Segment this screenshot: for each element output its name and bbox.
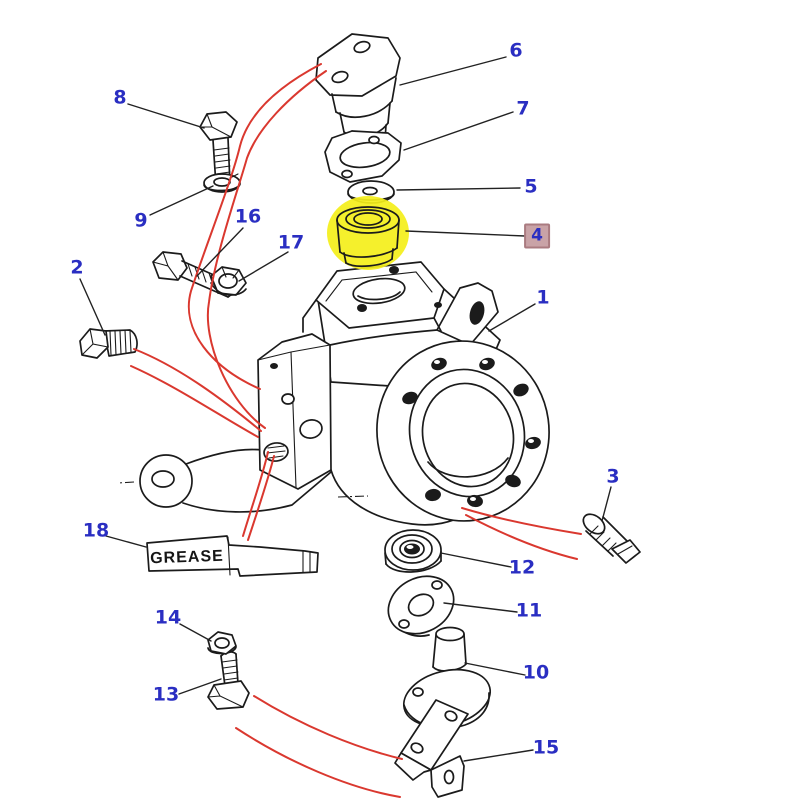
gasket-7-drawing bbox=[324, 130, 402, 183]
callout-13[interactable]: 13 bbox=[152, 683, 180, 706]
callout-18[interactable]: 18 bbox=[82, 519, 110, 542]
nut-14-drawing bbox=[207, 631, 237, 655]
plug-3-drawing bbox=[582, 513, 641, 564]
lock-washer-9-drawing bbox=[203, 173, 241, 193]
callout-10[interactable]: 10 bbox=[522, 661, 550, 684]
grease-18-drawing bbox=[146, 535, 319, 577]
bracket-15-drawing bbox=[394, 699, 469, 798]
callout-3[interactable]: 3 bbox=[606, 465, 620, 488]
callout-12[interactable]: 12 bbox=[508, 556, 536, 579]
threaded-hole-hatch bbox=[266, 445, 286, 459]
flange-bolt-holes bbox=[402, 357, 541, 508]
callout-11[interactable]: 11 bbox=[515, 599, 543, 622]
callout-14[interactable]: 14 bbox=[154, 606, 182, 629]
swivel-pin-10-drawing bbox=[402, 626, 492, 729]
gasket-11-drawing bbox=[387, 575, 455, 637]
callout-5[interactable]: 5 bbox=[524, 175, 538, 198]
nut-17-drawing bbox=[210, 266, 247, 296]
callout-7[interactable]: 7 bbox=[516, 97, 530, 120]
bearing-12-drawing bbox=[384, 529, 442, 573]
grease-label: GREASE bbox=[149, 547, 225, 568]
callout-15[interactable]: 15 bbox=[532, 736, 560, 759]
callout-8[interactable]: 8 bbox=[113, 86, 127, 109]
bolt-13-drawing bbox=[207, 651, 250, 710]
callout-2[interactable]: 2 bbox=[70, 256, 84, 279]
callout-4-highlighted[interactable]: 4 bbox=[524, 223, 550, 249]
callout-9[interactable]: 9 bbox=[134, 209, 148, 232]
bushing-4-drawing bbox=[336, 206, 400, 268]
callout-1[interactable]: 1 bbox=[536, 286, 550, 309]
plug-2-drawing bbox=[79, 328, 138, 359]
callout-16[interactable]: 16 bbox=[234, 205, 262, 228]
callout-17[interactable]: 17 bbox=[277, 231, 305, 254]
housing-drawing bbox=[117, 261, 550, 526]
callout-6[interactable]: 6 bbox=[509, 39, 523, 62]
assembly-leader-lines-red bbox=[130, 63, 582, 798]
callout-leader-lines bbox=[79, 56, 612, 762]
